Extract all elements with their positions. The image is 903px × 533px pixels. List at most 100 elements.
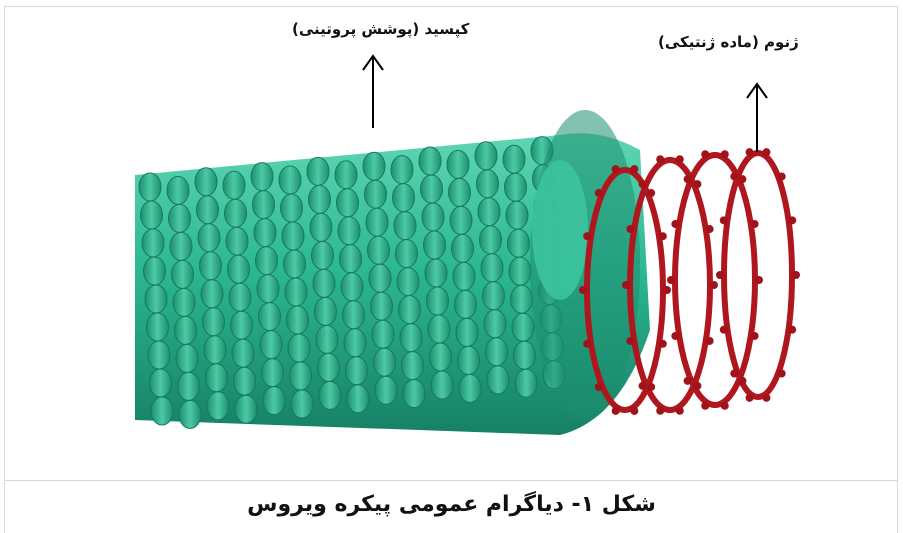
capsid-subunit [232,339,254,367]
rna-base [667,276,675,284]
capsid-subunit [207,392,229,420]
capsid-subunit [431,371,453,399]
rna-base [671,220,679,228]
capsid-subunit [400,324,422,352]
rna-base [706,225,714,233]
capsid-subunit [343,301,365,329]
capsid-protein-shell [135,110,650,435]
capsid-subunit [307,157,329,185]
rna-base [639,382,647,390]
capsid-subunit [312,241,334,269]
capsid-subunit [347,385,369,413]
capsid-subunit [514,341,536,369]
rna-base [701,402,709,410]
rna-base [579,286,587,294]
rna-base [630,165,638,173]
capsid-subunit [147,313,169,341]
capsid-subunit [139,173,161,201]
rna-base [746,148,754,156]
capsid-subunit [235,395,257,423]
capsid-subunit [459,374,481,402]
capsid-subunit [335,161,357,189]
rna-base [788,326,796,334]
capsid-subunit [259,303,281,331]
rna-base [656,407,664,415]
rna-base [630,407,638,415]
capsid-subunit [291,390,313,418]
rna-base [659,340,667,348]
capsid-subunit [397,268,419,296]
capsid-subunit [512,313,534,341]
capsid-subunit [508,229,530,257]
rna-base [762,394,770,402]
capsid-subunit [172,260,194,288]
rna-base [730,172,738,180]
capsid-subunit [169,204,191,232]
rna-base [751,220,759,228]
rna-base [595,189,603,197]
capsid-subunit [422,203,444,231]
capsid-subunit [453,262,475,290]
capsid-label: کپسید (پوشش پروتینی) [292,20,469,38]
capsid-subunit [447,150,469,178]
capsid-subunit [503,145,525,173]
rna-base [738,377,746,385]
capsid-subunit [372,320,394,348]
rna-base [788,216,796,224]
rna-base [721,402,729,410]
capsid-subunit [279,166,301,194]
capsid-subunit [204,336,226,364]
capsid-subunit [287,306,309,334]
capsid-subunit [309,185,331,213]
capsid-subunit [365,180,387,208]
capsid-subunit [145,285,167,313]
capsid-subunit [263,387,285,415]
capsid-subunit [369,264,391,292]
rna-base [720,216,728,224]
capsid-subunit [344,329,366,357]
rna-base [622,281,630,289]
capsid-subunit [173,288,195,316]
capsid-subunit [374,348,396,376]
capsid-subunit [179,400,201,428]
capsid-subunit [366,208,388,236]
capsid-subunit [142,229,164,257]
capsid-subunit [170,232,192,260]
rna-base [684,175,692,183]
capsid-subunit [393,184,415,212]
rna-base [693,180,701,188]
capsid-subunit [368,236,390,264]
capsid-subunit [427,287,449,315]
capsid-subunit [341,273,363,301]
rna-base [612,165,620,173]
capsid-subunit [403,380,425,408]
capsid-subunit [290,362,312,390]
capsid-subunit [394,212,416,240]
up-arrow-icon [747,84,767,152]
capsid-subunit [175,316,197,344]
capsid-subunit [428,315,450,343]
rna-base [647,383,655,391]
figure-caption: شکل ۱- دیاگرام عمومی پیکره ویروس [0,492,903,517]
rna-base [706,337,714,345]
capsid-subunit [198,224,220,252]
rna-base [659,232,667,240]
rna-base [778,370,786,378]
capsid-subunit [200,252,222,280]
capsid-subunit [251,163,273,191]
capsid-subunit [141,201,163,229]
capsid-subunit [477,170,499,198]
capsid-subunit [475,142,497,170]
capsid-subunit [371,292,393,320]
capsid-subunit [391,156,413,184]
capsid-subunit [225,199,247,227]
capsid-subunit [319,381,341,409]
capsid-subunit [176,344,198,372]
capsid-subunit [285,278,307,306]
capsid-subunit [318,353,340,381]
capsid-subunit [487,366,509,394]
rna-base [656,155,664,163]
capsid-subunit [226,227,248,255]
capsid-subunit [316,325,338,353]
